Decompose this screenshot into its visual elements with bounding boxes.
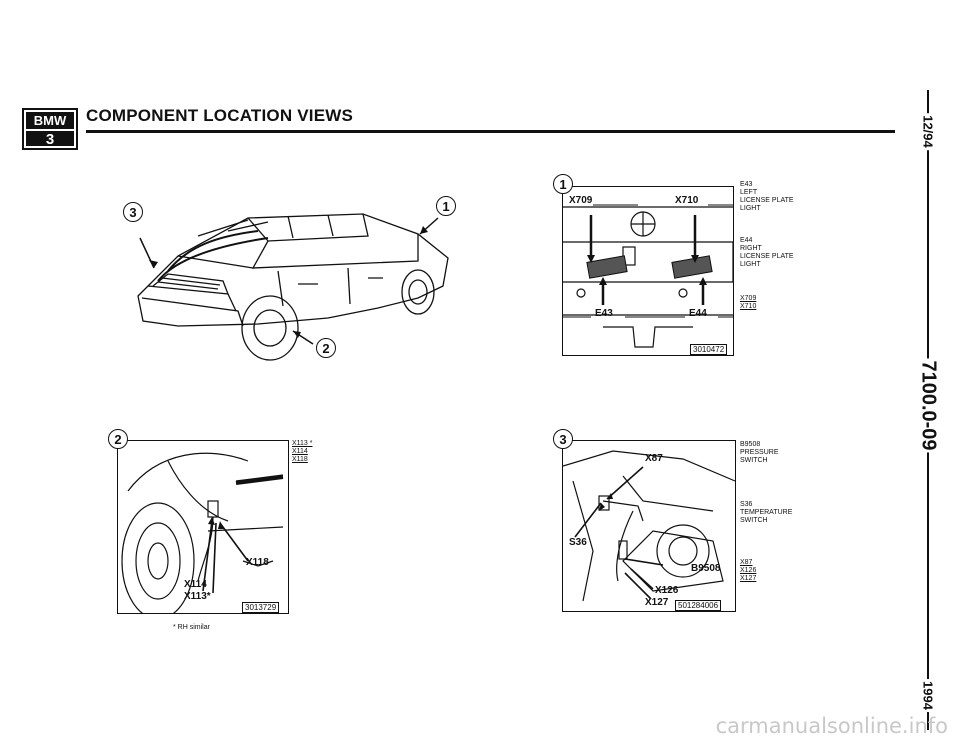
caption-e43-line2: LICENSE PLATE (740, 197, 794, 204)
footnote-rh-similar: * RH similar (173, 624, 210, 631)
caption-e44-line1: RIGHT (740, 245, 762, 252)
caption-x709: X709 (740, 295, 757, 302)
car-overview: 3 1 2 (118, 186, 468, 376)
caption-x127: X127 (740, 575, 757, 582)
label-e43: E43 (595, 308, 613, 319)
label-x127: X127 (645, 597, 669, 608)
caption-s36-line1: TEMPERATURE (740, 509, 793, 516)
caption-e44-code: E44 (740, 237, 753, 244)
view-2-fender-connectors: X118 X114 X113* 3013729 (117, 440, 289, 620)
view-2-ref-number: 3013729 (242, 602, 280, 613)
label-x126: X126 (655, 585, 679, 596)
label-x114: X114 (184, 579, 207, 590)
view-1-illustration (563, 204, 734, 348)
caption-x710: X710 (740, 303, 757, 310)
view-3-illustration (562, 450, 736, 602)
title-rule (86, 130, 895, 133)
caption-x114: X114 (292, 448, 308, 455)
label-x87: X87 (645, 453, 663, 464)
side-date: 12/94 (916, 113, 940, 150)
callout-3-circle: 3 (123, 202, 143, 222)
car-illustration (137, 213, 449, 361)
caption-e44-line3: LIGHT (740, 261, 761, 268)
label-x710: X710 (675, 195, 699, 206)
label-x709: X709 (569, 195, 593, 206)
label-e44: E44 (689, 308, 707, 319)
page-title: COMPONENT LOCATION VIEWS (86, 106, 354, 125)
side-page-code: 7100.0-09 (912, 358, 944, 453)
view-2-number-circle: 2 (108, 429, 128, 449)
caption-e43-line1: LEFT (740, 189, 758, 196)
callout-2-circle: 2 (316, 338, 336, 358)
caption-x87: X87 (740, 559, 753, 566)
view-1-ref-number: 3010472 (690, 344, 728, 355)
brand-bottom: 3 (46, 131, 54, 148)
caption-s36-line2: SWITCH (740, 517, 768, 524)
bmw-3-logo-icon: BMW 3 (22, 108, 78, 150)
label-x118: X118 (246, 557, 269, 568)
label-b9508: B9508 (691, 563, 721, 574)
view-2-illustration (121, 452, 284, 620)
view-3-engine-switches: X87 S36 B9508 X126 X127 501284006 (562, 440, 736, 612)
watermark: carmanualsonline.info (715, 714, 948, 738)
caption-x113: X113 * (292, 440, 313, 447)
caption-b9508-line2: SWITCH (740, 457, 768, 464)
callout-1-circle: 1 (436, 196, 456, 216)
view-1-number-circle: 1 (553, 174, 573, 194)
view-3-captions: B9508 PRESSURE SWITCH S36 TEMPERATURE SW… (740, 441, 792, 583)
view-3-ref-number: 501284006 (675, 600, 722, 611)
label-x113: X113* (184, 591, 211, 602)
caption-x118: X118 (292, 456, 308, 463)
caption-e43-line3: LIGHT (740, 205, 761, 212)
view-1-captions: E43 LEFT LICENSE PLATE LIGHT E44 RIGHT L… (740, 181, 794, 311)
caption-e44-line2: LICENSE PLATE (740, 253, 794, 260)
caption-x126: X126 (740, 567, 757, 574)
caption-s36-code: S36 (740, 501, 753, 508)
caption-e43-code: E43 (740, 181, 753, 188)
view-3-number-circle: 3 (553, 429, 573, 449)
brand-top: BMW (34, 113, 67, 128)
label-s36: S36 (569, 537, 587, 548)
caption-b9508-code: B9508 (740, 441, 761, 448)
view-2-captions: X113 * X114 X118 (292, 440, 313, 464)
side-year: 1994 (916, 679, 940, 712)
side-margin: 12/94 7100.0-09 1994 (903, 90, 953, 730)
view-1-license-plate-lights: X709 X710 E43 E44 3010472 (562, 186, 734, 356)
caption-b9508-line1: PRESSURE (740, 449, 779, 456)
